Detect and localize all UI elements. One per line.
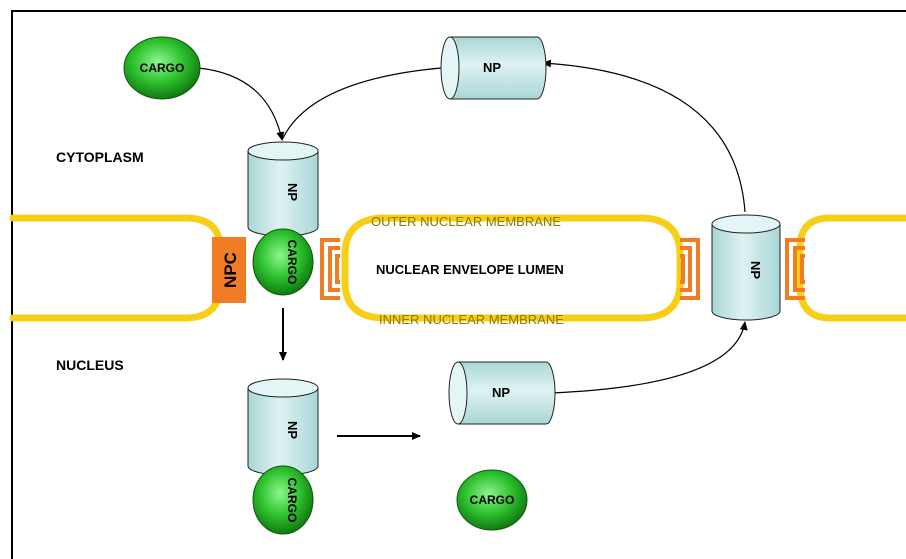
np-label: NP <box>492 385 510 400</box>
npc-left: NPC <box>212 237 246 303</box>
np-label: NP <box>748 261 763 279</box>
central-envelope-membrane <box>341 214 684 322</box>
cytoplasm-label: CYTOPLASM <box>56 149 144 165</box>
cargo-released: CARGO <box>456 469 528 531</box>
np-label: NP <box>483 60 501 75</box>
np-nucleus-bound: NP <box>247 378 319 476</box>
arrow-cargo-to-np <box>197 67 285 141</box>
right-envelope-membrane <box>796 214 906 322</box>
cargo-label: CARGO <box>285 478 299 523</box>
np-label: NP <box>285 183 300 201</box>
npc-center-left <box>320 238 340 300</box>
left-envelope-membrane <box>9 214 224 322</box>
inner-membrane-label: INNER NUCLEAR MEMBRANE <box>379 312 564 327</box>
cargo-cytoplasm: CARGO <box>123 36 201 100</box>
np-cytoplasm: NP <box>440 36 547 100</box>
nucleus-label: NUCLEUS <box>56 357 124 373</box>
arrow-np-return <box>281 67 442 141</box>
npc-center-right <box>680 238 700 300</box>
cargo-label: CARGO <box>140 61 185 75</box>
cargo-at-pore: CARGO <box>252 228 314 296</box>
cargo-nucleus-bound: CARGO <box>252 465 314 535</box>
transport-arrows <box>197 59 748 440</box>
np-label: NP <box>285 421 300 439</box>
np-at-pore: NP <box>247 141 319 237</box>
outer-membrane-label: OUTER NUCLEAR MEMBRANE <box>371 214 561 229</box>
cargo-label: CARGO <box>470 493 515 507</box>
cargo-label: CARGO <box>285 240 299 285</box>
npc-right <box>785 238 805 300</box>
arrow-np-to-pore <box>551 321 748 394</box>
npc-label: NPC <box>221 252 240 288</box>
arrow-np-up <box>542 59 746 213</box>
lumen-label: NUCLEAR ENVELOPE LUMEN <box>376 262 564 277</box>
np-exporting: NP <box>711 214 781 321</box>
diagram-frame <box>11 10 906 559</box>
np-nucleus-free: NP <box>448 361 556 425</box>
